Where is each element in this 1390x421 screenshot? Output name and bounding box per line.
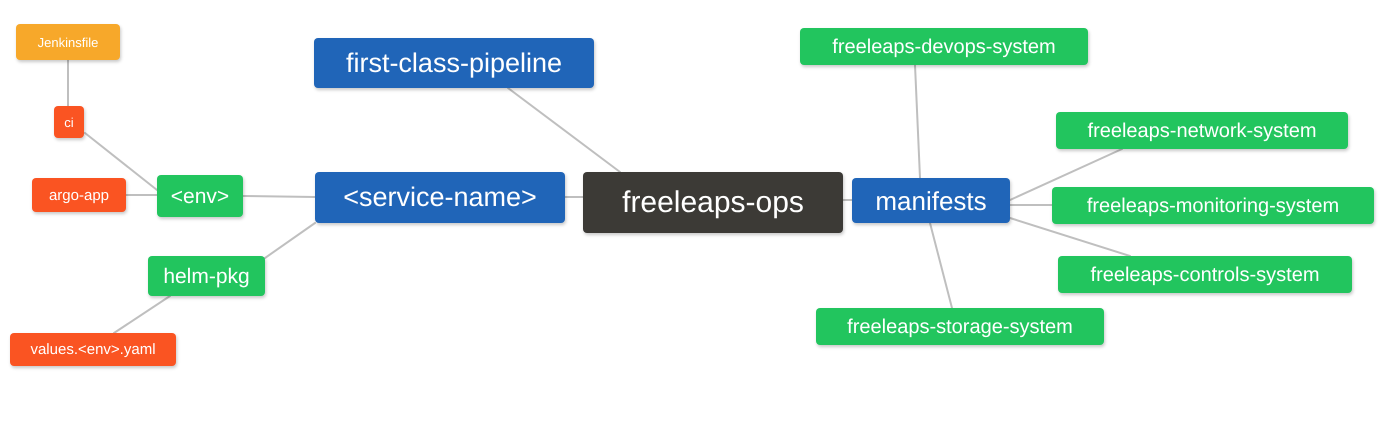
node-first-class-pipeline[interactable]: first-class-pipeline	[314, 38, 594, 88]
node-manifests[interactable]: manifests	[852, 178, 1010, 223]
node-service-name[interactable]: <service-name>	[315, 172, 565, 223]
node-freeleaps-ops[interactable]: freeleaps-ops	[583, 172, 843, 233]
node-label-jenkinsfile: Jenkinsfile	[37, 34, 99, 50]
node-label-freeleaps-network-system: freeleaps-network-system	[1087, 119, 1317, 142]
edge-helm-pkg-to-values-yaml	[113, 295, 171, 334]
node-label-freeleaps-devops-system: freeleaps-devops-system	[832, 35, 1056, 58]
node-jenkinsfile[interactable]: Jenkinsfile	[16, 24, 120, 60]
node-label-manifests: manifests	[875, 185, 987, 216]
node-freeleaps-network-system[interactable]: freeleaps-network-system	[1056, 112, 1348, 149]
edge-env-to-service-name	[242, 195, 316, 198]
node-label-values-yaml: values.<env>.yaml	[30, 341, 156, 358]
node-helm-pkg[interactable]: helm-pkg	[148, 256, 265, 296]
node-label-ci: ci	[64, 114, 74, 130]
node-values-yaml[interactable]: values.<env>.yaml	[10, 333, 176, 366]
node-label-env: <env>	[170, 184, 230, 208]
node-freeleaps-storage-system[interactable]: freeleaps-storage-system	[816, 308, 1104, 345]
node-label-freeleaps-storage-system: freeleaps-storage-system	[847, 315, 1073, 338]
node-label-service-name: <service-name>	[343, 182, 537, 212]
edge-service-name-to-helm-pkg	[264, 222, 316, 259]
node-label-helm-pkg: helm-pkg	[163, 264, 250, 288]
edge-manifests-to-freeleaps-devops-system	[914, 64, 921, 179]
edge-manifests-to-freeleaps-storage-system	[929, 222, 953, 309]
node-label-first-class-pipeline: first-class-pipeline	[345, 47, 563, 78]
node-argo-app[interactable]: argo-app	[32, 178, 126, 212]
node-freeleaps-controls-system[interactable]: freeleaps-controls-system	[1058, 256, 1352, 293]
node-freeleaps-devops-system[interactable]: freeleaps-devops-system	[800, 28, 1088, 65]
node-label-freeleaps-monitoring-system: freeleaps-monitoring-system	[1086, 194, 1340, 217]
edge-first-class-pipeline-to-freeleaps-ops	[507, 87, 621, 173]
node-label-argo-app: argo-app	[48, 186, 110, 204]
node-label-freeleaps-ops: freeleaps-ops	[622, 185, 804, 219]
node-freeleaps-monitoring-system[interactable]: freeleaps-monitoring-system	[1052, 187, 1374, 224]
node-label-freeleaps-controls-system: freeleaps-controls-system	[1090, 263, 1320, 286]
node-env[interactable]: <env>	[157, 175, 243, 217]
node-ci[interactable]: ci	[54, 106, 84, 138]
